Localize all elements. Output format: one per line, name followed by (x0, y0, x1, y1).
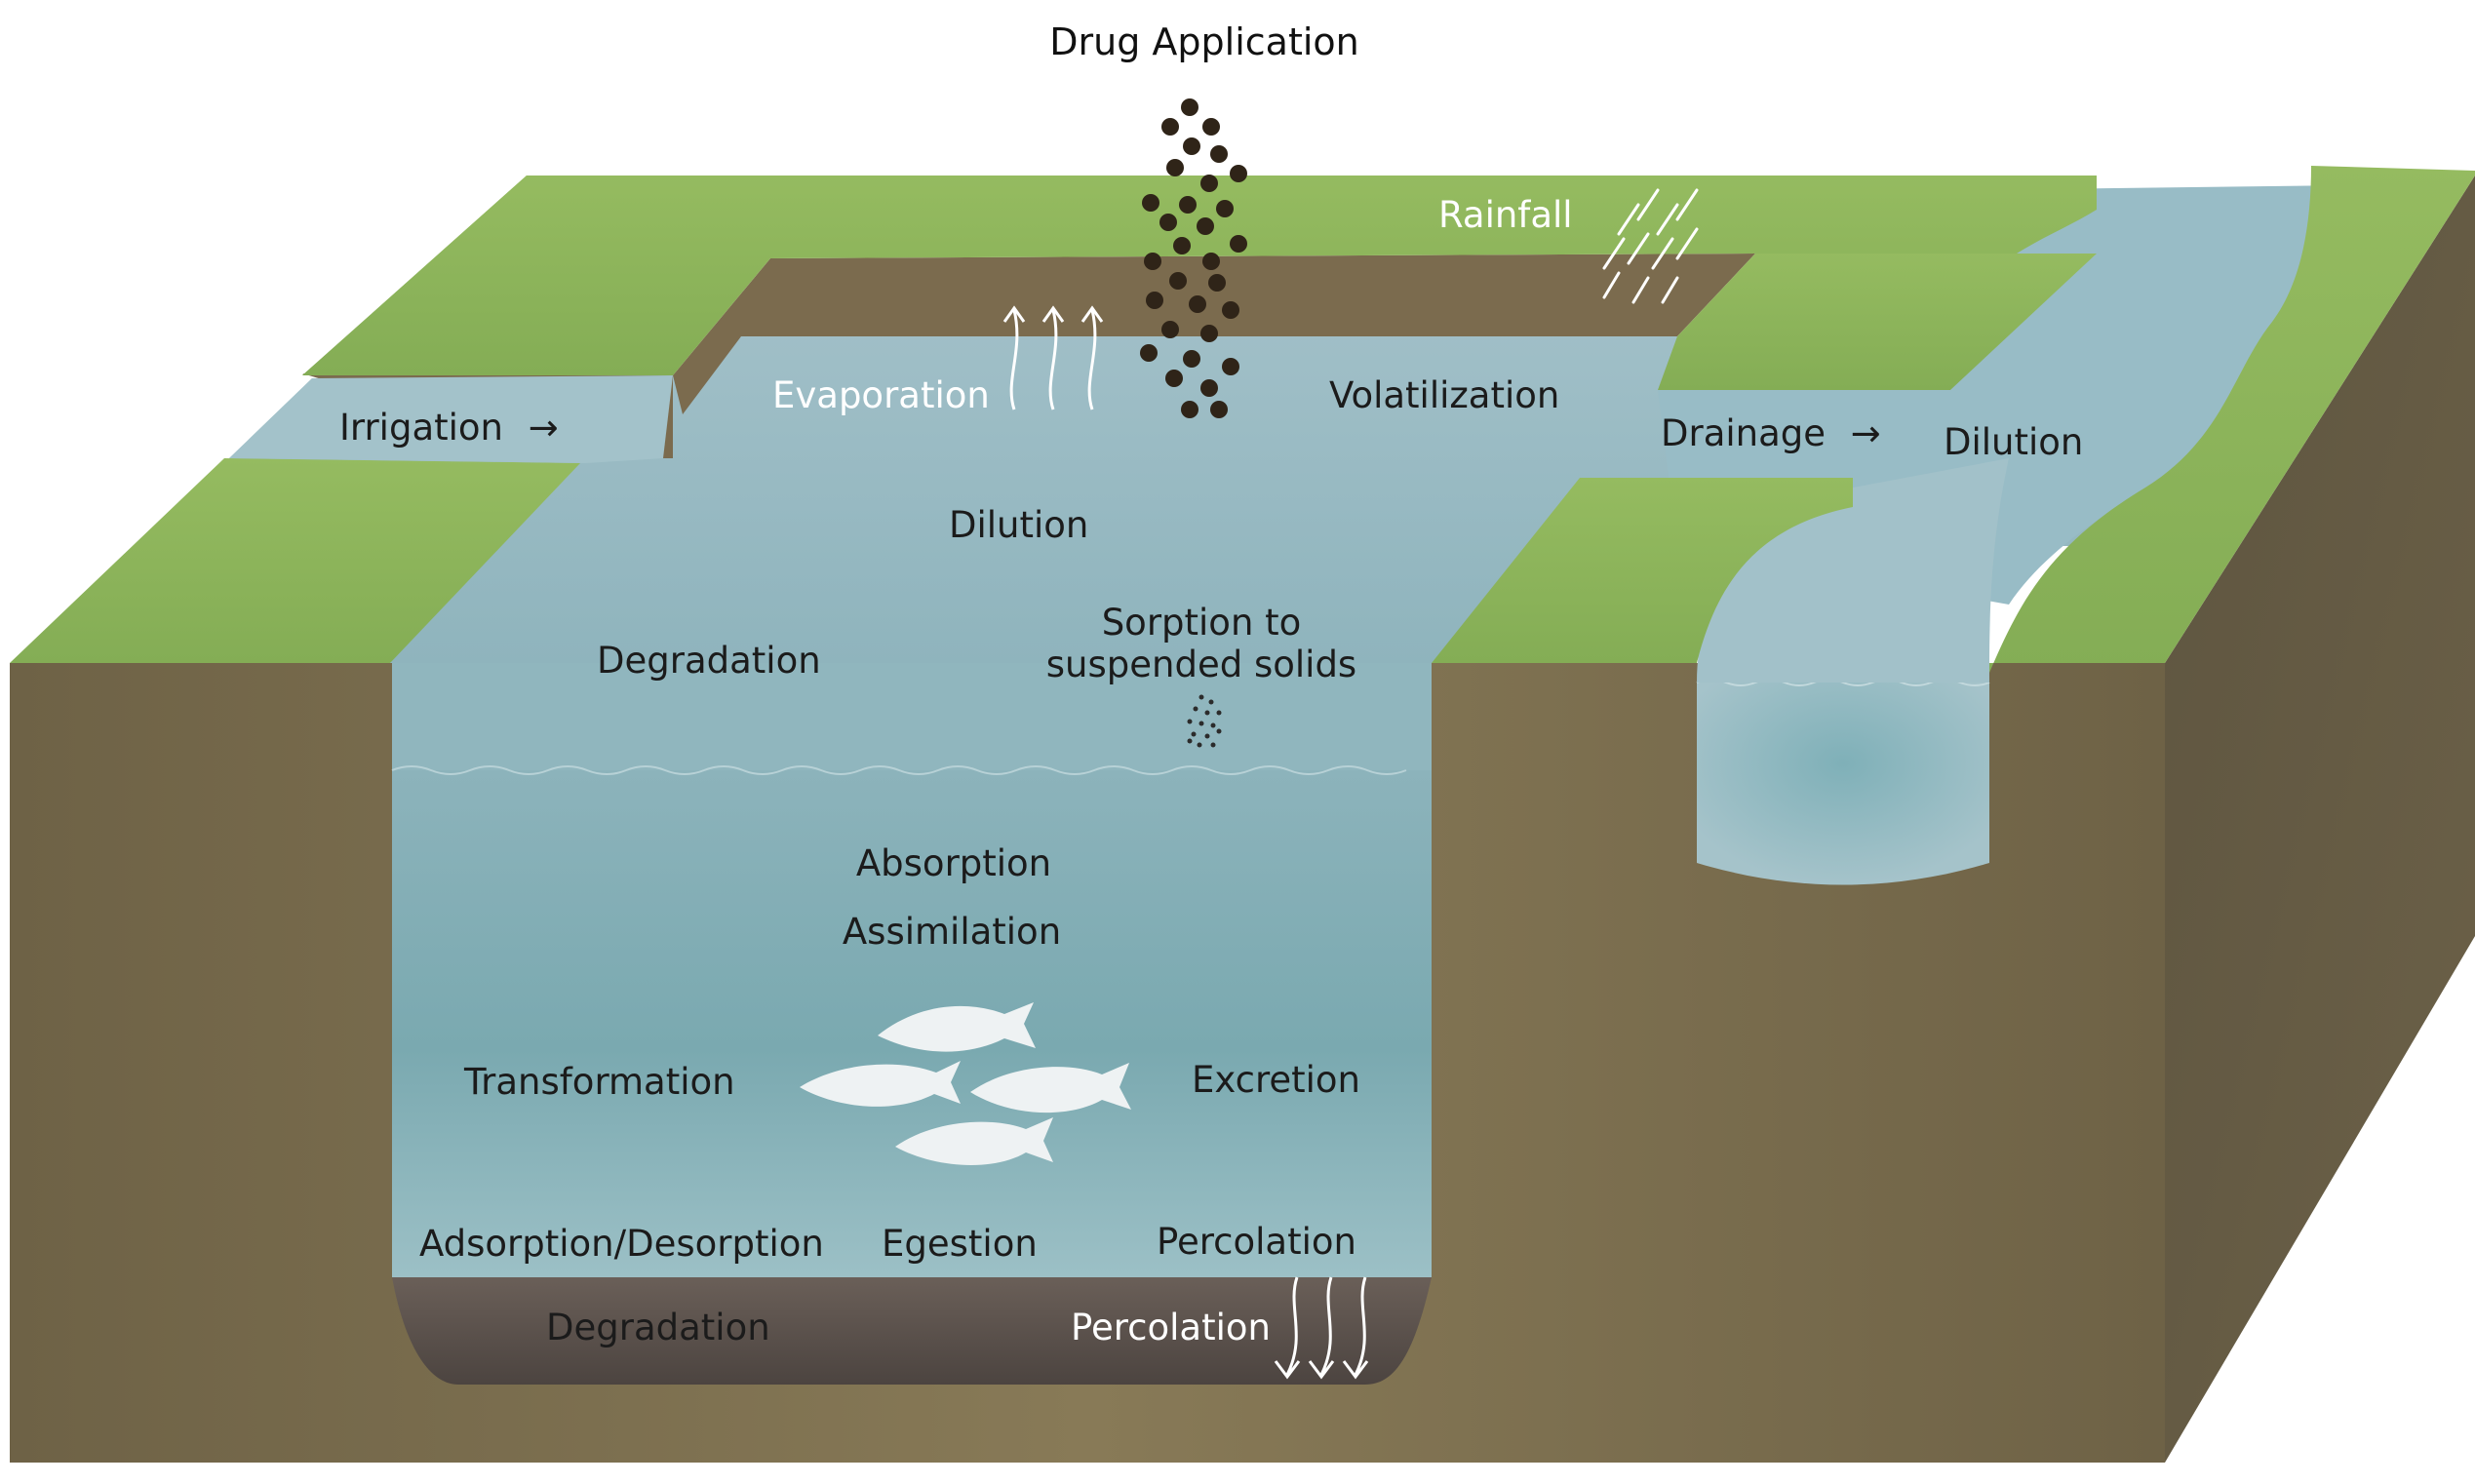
dilution-pond-label: Dilution (949, 504, 1089, 546)
grass-far-right (1989, 166, 2475, 673)
adsorption-desorption-label: Adsorption/Desorption (419, 1223, 824, 1265)
down-arrows-icon (1274, 1276, 1369, 1380)
evaporation-label: Evaporation (772, 374, 990, 416)
sorption-label: Sorption to suspended solids (1045, 602, 1357, 685)
rain-streaks-icon (1602, 188, 1699, 304)
river-tunnel (1697, 458, 2009, 683)
degradation-water-label: Degradation (597, 640, 821, 682)
fish-icon (800, 1002, 1131, 1165)
rainfall-label: Rainfall (1438, 194, 1573, 236)
river-pit (1697, 683, 1989, 885)
up-arrows-icon (1002, 305, 1104, 410)
sediment-layer (392, 1277, 1432, 1385)
arrow-right-icon: → (1850, 412, 1881, 454)
degradation-sediment-label: Degradation (546, 1307, 770, 1348)
irrigation-text: Irrigation (339, 407, 503, 449)
diagram-title: Drug Application (1049, 20, 1359, 63)
transformation-label: Transformation (464, 1061, 735, 1103)
volatilization-label: Volatilization (1329, 374, 1560, 416)
irrigation-channel (229, 375, 673, 463)
egestion-label: Egestion (882, 1223, 1038, 1265)
grass-left-top (302, 176, 780, 375)
excretion-label: Excretion (1192, 1059, 1361, 1101)
percolation-water-label: Percolation (1157, 1221, 1356, 1263)
arrow-right-icon: → (528, 407, 559, 449)
grass-left (10, 458, 580, 663)
soil-side-face (2165, 176, 2475, 1463)
sorption-line-1: Sorption to (1101, 602, 1302, 644)
dilution-river-label: Dilution (1944, 421, 2084, 463)
percolation-sediment-label: Percolation (1071, 1307, 1271, 1348)
absorption-label: Absorption (855, 842, 1052, 884)
assimilation-label: Assimilation (842, 911, 1062, 953)
drainage-text: Drainage (1661, 412, 1827, 454)
drainage-label: Drainage → (1661, 412, 1881, 455)
pond-upper (392, 663, 1432, 770)
irrigation-label: Irrigation → (339, 407, 559, 449)
grass-right (1432, 478, 1853, 663)
drug-particles (1140, 98, 1247, 418)
grass-drainage (1658, 254, 2097, 390)
sorption-line-2: suspended solids (1045, 643, 1357, 685)
water-line (391, 765, 1407, 775)
particle-cluster-icon (1187, 694, 1222, 748)
